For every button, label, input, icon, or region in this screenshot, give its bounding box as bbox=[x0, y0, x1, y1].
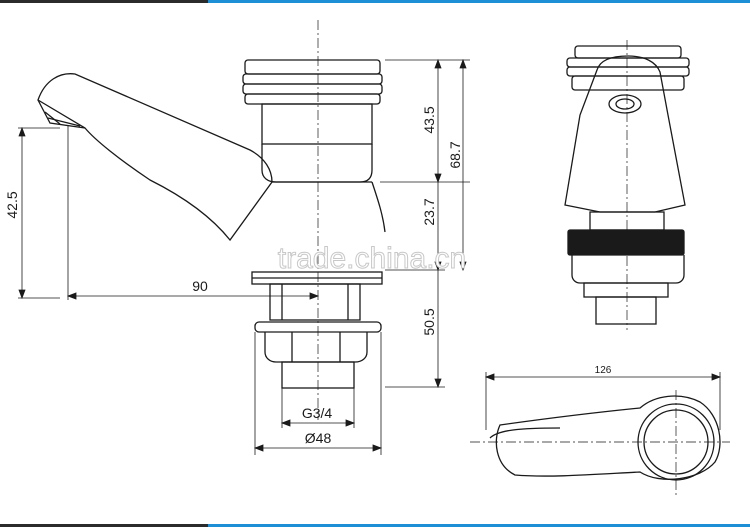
dim-handle-height: 43.5 bbox=[421, 106, 437, 133]
dim-spout-reach: 90 bbox=[192, 278, 208, 294]
dim-flange-diameter: Ø48 bbox=[305, 430, 332, 446]
dim-body-height: 23.7 bbox=[421, 198, 437, 225]
dim-handle-length: 126 bbox=[595, 365, 612, 376]
dim-thread: G3/4 bbox=[302, 405, 333, 421]
dim-shank-length: 50.5 bbox=[421, 308, 437, 335]
bottom-accent-bar bbox=[0, 524, 750, 527]
watermark: trade.china.cn bbox=[278, 242, 466, 275]
dim-total-height: 68.7 bbox=[447, 141, 463, 168]
tap-front-view bbox=[564, 45, 690, 325]
handle-top-view bbox=[489, 395, 721, 481]
top-accent-bar bbox=[0, 0, 750, 3]
shank-side-view bbox=[251, 271, 383, 389]
handle-side-view bbox=[242, 59, 383, 183]
spout-side-view bbox=[37, 73, 386, 242]
dimension-lines bbox=[18, 58, 722, 455]
dim-spout-height: 42.5 bbox=[4, 191, 20, 218]
